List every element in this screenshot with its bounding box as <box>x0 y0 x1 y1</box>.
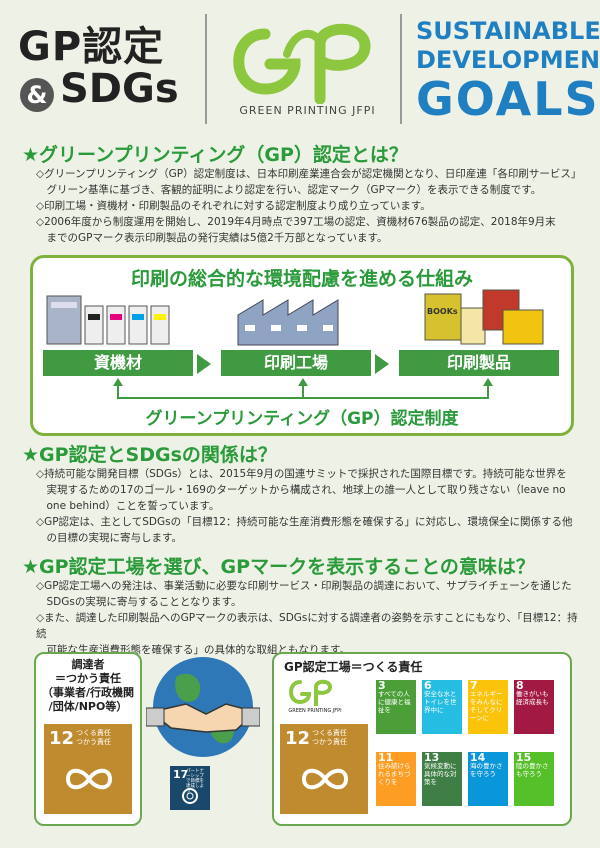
sdg-goal-number: 3 <box>378 679 386 692</box>
stage-products: 印刷製品 <box>399 350 559 376</box>
section1-text: ◇グリーンプリンティング（GP）認定制度は、日本印刷産業連合会が認定機関となり、… <box>36 166 586 246</box>
section1-heading: ★グリーンプリンティング（GP）認定とは？ <box>22 144 408 166</box>
sdg-goal-number: 15 <box>516 751 532 764</box>
gp-factory-panel: GP認定工場＝つくる責任 GREEN PRINTING JFPI 12 つくる責… <box>272 652 572 826</box>
goal12-label: つくる責任 <box>312 729 347 737</box>
procurer-scope: （事業者/行政機関 <box>41 686 135 699</box>
sdg-logo-line2: DEVELOPMENT <box>416 46 600 74</box>
sdg-goal-label: 気候変動に具体的な対策を <box>424 762 457 786</box>
header-divider <box>205 14 207 124</box>
printed-products-illustration: BOOKs <box>424 289 544 345</box>
globe-handshake-illustration <box>146 657 260 757</box>
section3-line: ◇GP認定工場への発注は、事業活動に必要な印刷サービス・印刷製品の調達において、… <box>36 580 572 592</box>
infinity-icon <box>65 768 113 790</box>
section2-line: 実現するための17のゴール・169のターゲットから構成され、地球上の誰一人として… <box>36 484 566 496</box>
books-label: BOOKs <box>427 307 458 316</box>
sdg-goal-number: 7 <box>470 679 478 692</box>
section1-line: までのGPマーク表示印刷製品の発行実績は5億2千万部となっています。 <box>36 232 388 244</box>
diagram-footer: グリーンプリンティング（GP）認定制度 <box>145 409 459 429</box>
flow-arrow-icon <box>197 354 211 374</box>
header-title-line2: SDGs <box>60 66 179 112</box>
section1-line: ◇グリーンプリンティング（GP）認定制度は、日本印刷産業連合会が認定機関となり、… <box>36 168 582 180</box>
partnership-icon <box>182 788 198 804</box>
section2-line: one behind）ことを誓っています。 <box>36 500 220 512</box>
stage-materials: 資機材 <box>43 350 193 376</box>
goal17-number: 17 <box>173 768 189 781</box>
sdg-goal-label: エネルギーをみんなにそしてクリーンに <box>470 690 503 722</box>
sdg-logo-line1: SUSTAINABLE <box>416 17 600 45</box>
section3-line: SDGsの実現に寄与することとなります。 <box>36 596 242 608</box>
sdg-goal-label: 働きがいも経済成長も <box>516 690 549 706</box>
sdg-goal-label: 住み続けられるまちづくりを <box>378 762 411 786</box>
sdg-logo-goals: GOALS <box>416 72 600 126</box>
stage-factory: 印刷工場 <box>221 350 371 376</box>
goal17-tile: 17 パートナーシップで目標を達成しよう <box>170 766 210 810</box>
sdg-goal-label: 安全な水とトイレを世界中に <box>424 690 457 714</box>
procurer-scope: /団体/NPO等） <box>48 700 128 713</box>
section1-line: ◇2006年度から制度運用を開始し、2019年4月時点で397工場の認定、資機材… <box>36 216 556 228</box>
flow-arrow-icon <box>375 354 389 374</box>
goal12-number: 12 <box>285 728 311 749</box>
gp-mark-caption: GREEN PRINTING JFPI <box>288 708 342 714</box>
goal12-tile: 12 つくる責任 つかう責任 <box>280 724 368 814</box>
gp-framework-diagram: 印刷の総合的な環境配慮を進める仕組み BOOKs 資機材 印刷工場 印刷製品 グ <box>30 255 574 436</box>
procurer-title: 調達者 <box>71 658 105 671</box>
connector-arrows-icon <box>113 378 493 399</box>
sdg-goal-number: 13 <box>424 751 440 764</box>
goal12-label: つかう責任 <box>76 738 111 746</box>
procurer-panel: 調達者 ＝つかう責任 （事業者/行政機関 /団体/NPO等） 12 つくる責任 … <box>34 652 142 826</box>
sdg-goal-number: 14 <box>470 751 486 764</box>
section3-text: ◇GP認定工場への発注は、事業活動に必要な印刷サービス・印刷製品の調達において、… <box>36 578 586 658</box>
goal12-label: つくる責任 <box>76 729 111 737</box>
gp-logo-icon <box>233 23 371 104</box>
gp-factory-title: GP認定工場＝つくる責任 <box>284 660 423 674</box>
header-divider <box>400 14 402 124</box>
section3-heading: ★GP認定工場を選び、GPマークを表示することの意味は？ <box>22 556 535 578</box>
gp-mark-icon <box>289 679 333 706</box>
materials-illustration <box>46 295 170 345</box>
gp-logo-caption: GREEN PRINTING JFPI <box>239 104 376 117</box>
infinity-icon <box>301 768 349 790</box>
section3-line: ◇また、調達した印刷製品へのGPマークの表示は、SDGsに対する調達者の姿勢を示… <box>36 612 578 640</box>
sdg-goal-number: 8 <box>516 679 524 692</box>
sdg-goal-number: 6 <box>424 679 432 692</box>
header-title-line1: GP認定 <box>18 24 165 70</box>
section1-line: グリーン基準に基づき、客観的証明により認定を行い、認定マーク（GPマーク）を表示… <box>36 184 542 196</box>
section2-line: ◇GP認定は、主としてSDGsの「目標12：持続可能な生産消費形態を確保する」に… <box>36 516 573 528</box>
section2-text: ◇持続可能な開発目標（SDGs）とは、2015年9月の国連サミットで採択された国… <box>36 466 586 546</box>
goal17-label: パートナーシップで目標を達成しよう <box>186 769 204 794</box>
sdg-goal-label: 海の豊かさを守ろう <box>470 762 503 778</box>
section2-line: の目標の実現に寄与します。 <box>36 532 182 544</box>
goal12-number: 12 <box>49 728 75 749</box>
sdg-goal-label: すべての人に健康と福祉を <box>378 690 411 714</box>
section2-line: ◇持続可能な開発目標（SDGs）とは、2015年9月の国連サミットで採択された国… <box>36 468 567 480</box>
ampersand-badge: & <box>20 78 54 112</box>
factory-illustration <box>237 299 339 346</box>
procurer-subtitle: ＝つかう責任 <box>55 672 121 685</box>
section2-heading: ★GP認定とSDGsの関係は？ <box>22 444 277 466</box>
diagram-title: 印刷の総合的な環境配慮を進める仕組み <box>130 268 473 290</box>
goal12-tile: 12 つくる責任 つかう責任 <box>44 724 132 814</box>
goal12-label: つかう責任 <box>312 738 347 746</box>
section1-line: ◇印刷工場・資機材・印刷製品のそれぞれに対する認定制度より成り立っています。 <box>36 200 431 212</box>
sdg-goal-label: 陸の豊かさも守ろう <box>516 762 549 778</box>
sdg-goal-number: 11 <box>378 751 394 764</box>
